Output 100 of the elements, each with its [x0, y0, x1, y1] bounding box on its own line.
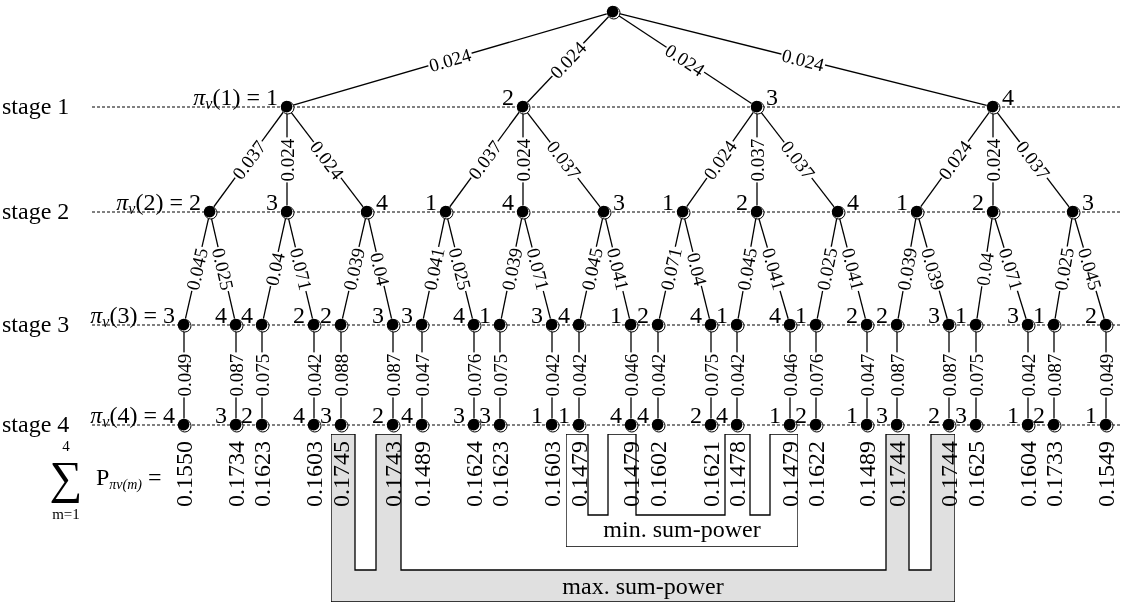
node-label: 2: [736, 190, 749, 214]
node-label: 2: [876, 303, 889, 327]
node-label: 1: [610, 303, 623, 327]
node-label: 3: [320, 403, 333, 427]
sum-power-value: 0.1745: [329, 441, 353, 507]
sum-power-value: 0.1549: [1094, 441, 1118, 507]
sum-power-value: 0.1479: [619, 441, 643, 507]
sum-power-value: 0.1604: [1016, 441, 1040, 507]
stage-label: stage 3: [2, 311, 70, 336]
sum-power-value: 0.1478: [725, 441, 749, 507]
node-label: 2: [972, 190, 985, 214]
node-label: 4: [846, 190, 859, 214]
node-label: 1: [479, 303, 492, 327]
node-label: 4: [453, 303, 466, 327]
node-label: 2: [928, 403, 941, 427]
bracket-frame: [331, 434, 955, 602]
node-label: 1: [955, 303, 968, 327]
node-label: 2: [1085, 303, 1098, 327]
node-label: 4: [375, 190, 388, 214]
node-label: 1: [716, 303, 729, 327]
node-label: 2: [1033, 403, 1046, 427]
node-label: 2: [795, 403, 808, 427]
bracket-label: max. sum-power: [562, 574, 724, 598]
sum-power-value: 0.1622: [804, 441, 828, 507]
formula-text: m=1: [52, 506, 80, 522]
node-label: 3: [928, 303, 941, 327]
node-label: 4: [502, 190, 515, 214]
node-label: 3: [453, 403, 466, 427]
node-label: 1: [896, 190, 909, 214]
node-label: π$_{v}$(4) = 4: [90, 403, 176, 427]
sum-power-value: 0.1550: [172, 441, 196, 507]
node-label: 2: [241, 403, 254, 427]
sum-power-value: 0.1489: [855, 441, 879, 507]
node-label: π$_{v}$(3) = 3: [90, 303, 176, 327]
stage-label: stage 2: [2, 198, 70, 223]
node-label: 3: [1007, 303, 1020, 327]
node-label: 3: [372, 303, 385, 327]
sum-power-value: 0.1744: [885, 441, 909, 507]
node-label: 2: [637, 303, 650, 327]
node-label: π$_{v}$(1) = 1: [193, 85, 279, 109]
formula-text: ∑: [49, 455, 83, 501]
sum-power-value: 0.1623: [250, 441, 274, 507]
node-label: 1: [795, 303, 808, 327]
node-label: 2: [690, 403, 703, 427]
node-label: 4: [558, 303, 571, 327]
stage-label: stage 4: [2, 411, 70, 436]
node-label: 1: [531, 403, 544, 427]
node-label: 4: [215, 303, 228, 327]
node-label: 1: [558, 403, 571, 427]
sum-power-value: 0.1603: [302, 441, 326, 507]
node-label: 3: [531, 303, 544, 327]
bracket-label: min. sum-power: [603, 517, 761, 541]
node-label: 2: [293, 303, 306, 327]
sum-power-value: 0.1624: [462, 441, 486, 507]
node-label: π$_{v}$(2) = 2: [116, 190, 202, 214]
node-label: 2: [846, 303, 859, 327]
node-label: 1: [662, 190, 675, 214]
node-label: 1: [1007, 403, 1020, 427]
node-label: 3: [1081, 190, 1094, 214]
sum-power-value: 0.1623: [488, 441, 512, 507]
node-label: 3: [266, 190, 279, 214]
sum-power-value: 0.1734: [224, 441, 248, 507]
node-label: 4: [610, 403, 623, 427]
stage-label: stage 1: [2, 93, 70, 118]
node-label: 4: [293, 403, 306, 427]
sum-power-value: 0.1489: [410, 441, 434, 507]
node-label: 1: [1033, 303, 1046, 327]
sum-power-value: 0.1603: [540, 441, 564, 507]
node-label: 2: [320, 303, 333, 327]
sum-power-value: 0.1621: [699, 441, 723, 507]
bracket-frame: [566, 434, 798, 547]
formula-text: 4: [62, 438, 70, 454]
node-label: 3: [765, 85, 778, 109]
node-label: 4: [1001, 85, 1014, 109]
node-label: 3: [401, 303, 414, 327]
node-label: 4: [769, 303, 782, 327]
sum-power-value: 0.1479: [778, 441, 802, 507]
sum-power-value: 0.1744: [937, 441, 961, 507]
node-label: 2: [502, 85, 515, 109]
node-label: 1: [846, 403, 859, 427]
node-label: 4: [401, 403, 414, 427]
node-label: 4: [637, 403, 650, 427]
node-label: 3: [955, 403, 968, 427]
sum-power-value: 0.1625: [964, 441, 988, 507]
node-label: 3: [215, 403, 228, 427]
sum-power-value: 0.1602: [646, 441, 670, 507]
sum-power-value: 0.1479: [567, 441, 591, 507]
node-label: 1: [769, 403, 782, 427]
tree-edge: [618, 12, 988, 107]
node-label: 1: [425, 190, 438, 214]
sum-power-value: 0.1743: [381, 441, 405, 507]
tree-node-dot: [605, 4, 621, 20]
node-label: 3: [479, 403, 492, 427]
sum-power-value: 0.1733: [1042, 441, 1066, 507]
node-label: 4: [690, 303, 703, 327]
node-label: 2: [372, 403, 385, 427]
node-label: 1: [1085, 403, 1098, 427]
node-label: 3: [876, 403, 889, 427]
node-label: 4: [241, 303, 254, 327]
node-label: 4: [716, 403, 729, 427]
